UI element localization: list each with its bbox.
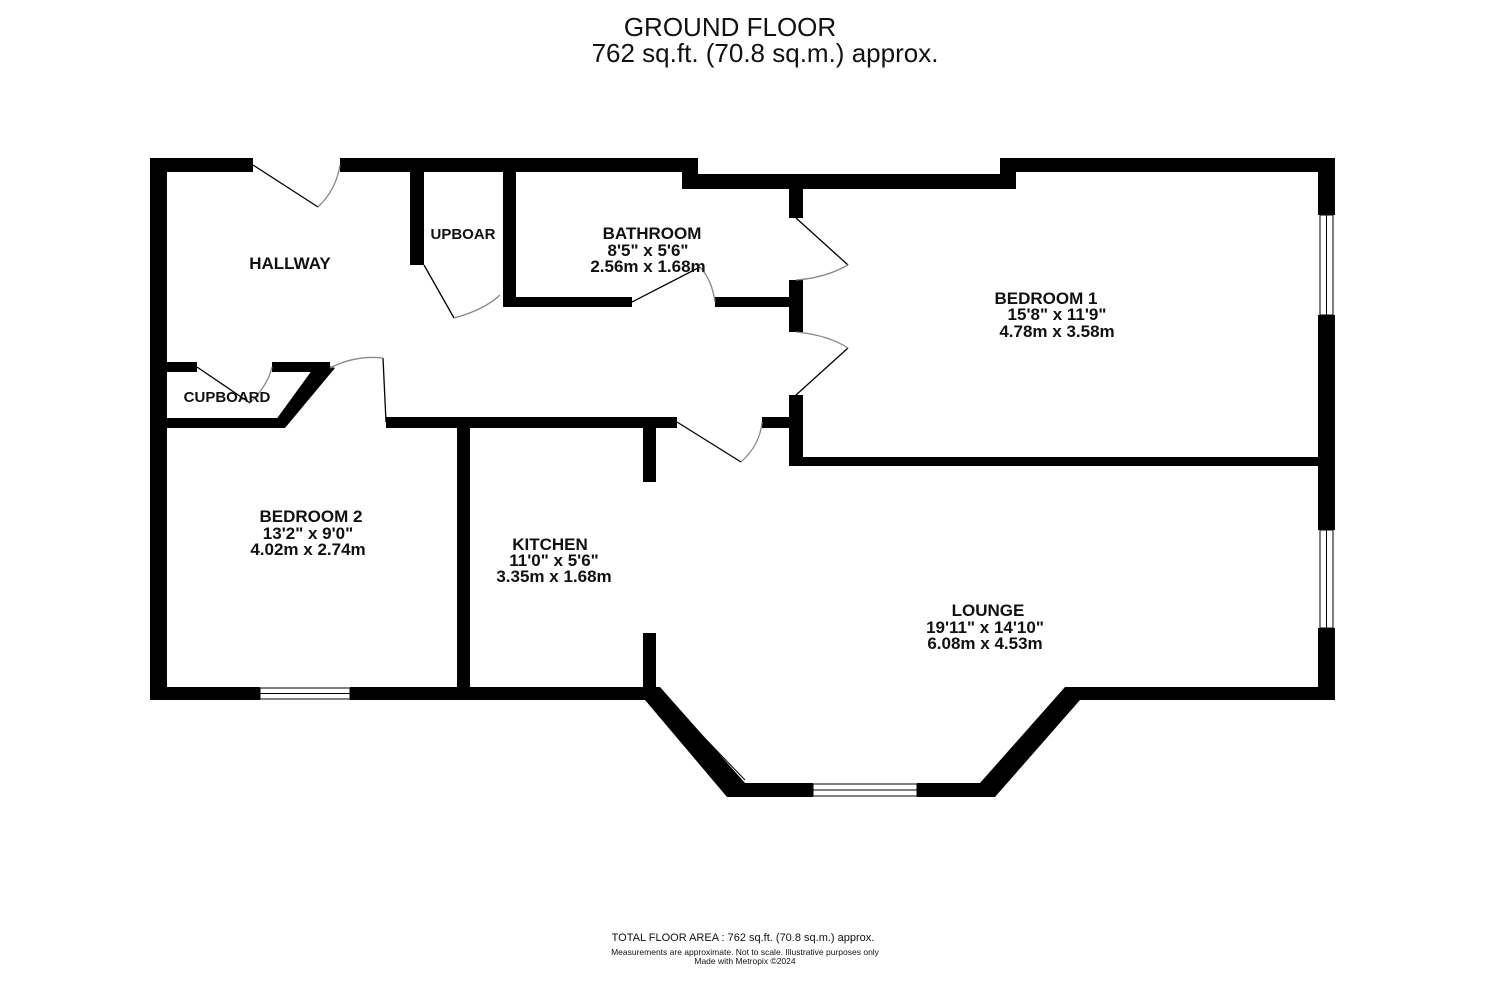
room-bedroom1-imperial: 15'8" x 11'9" xyxy=(1008,305,1107,324)
room-kitchen-imperial: 11'0" x 5'6" xyxy=(509,551,598,570)
room-bedroom1-metric: 4.78m x 3.58m xyxy=(999,322,1114,341)
room-lounge-imperial: 19'11" x 14'10" xyxy=(926,618,1044,637)
room-bathroom-name: BATHROOM xyxy=(603,224,702,243)
floor-title: GROUND FLOOR xyxy=(623,12,837,42)
room-lounge-metric: 6.08m x 4.53m xyxy=(927,634,1042,653)
total-floor-area: TOTAL FLOOR AREA : 762 sq.ft. (70.8 sq.m… xyxy=(611,932,875,944)
room-cupboard-top-name: UPBOAR xyxy=(430,226,495,243)
doors xyxy=(196,164,849,463)
room-bedroom1-name: BEDROOM 1 xyxy=(995,289,1098,308)
room-bedroom2-name: BEDROOM 2 xyxy=(260,507,363,526)
room-bedroom2-imperial: 13'2" x 9'0" xyxy=(263,524,353,543)
room-bedroom2-metric: 4.02m x 2.74m xyxy=(250,540,365,559)
room-kitchen-metric: 3.35m x 1.68m xyxy=(496,567,611,586)
windows xyxy=(259,214,1334,797)
room-bathroom-metric: 2.56m x 1.68m xyxy=(590,257,705,276)
room-lounge-name: LOUNGE xyxy=(952,601,1025,620)
room-cupboard-left-name: CUPBOARD xyxy=(184,389,271,406)
credit: Made with Metropix ©2024 xyxy=(694,956,796,966)
room-bathroom-imperial: 8'5" x 5'6" xyxy=(608,241,689,260)
room-labels: HALLWAY UPBOAR CUPBOARD BATHROOM 8'5" x … xyxy=(184,224,1115,653)
floor-area: 762 sq.ft. (70.8 sq.m.) approx. xyxy=(591,38,939,68)
room-kitchen-name: KITCHEN xyxy=(512,535,588,554)
room-hallway-name: HALLWAY xyxy=(249,254,331,273)
disclaimer: Measurements are approximate. Not to sca… xyxy=(611,947,879,957)
